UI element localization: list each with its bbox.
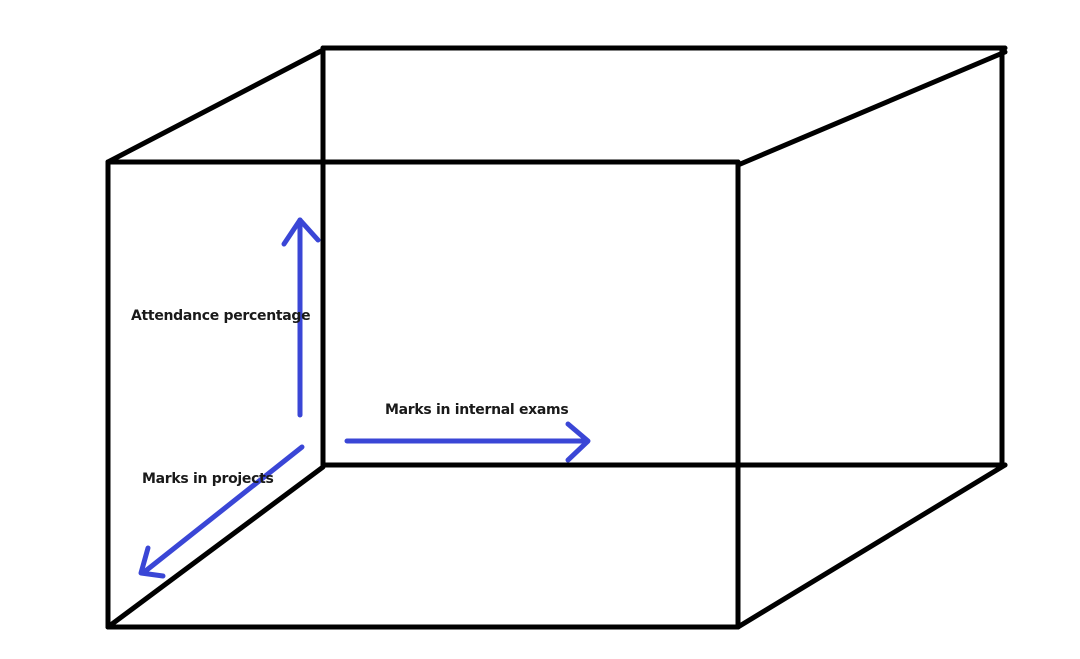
axis-label-attendance: Attendance percentage xyxy=(131,308,311,324)
axis-arrow-right-icon xyxy=(344,421,591,463)
axis-label-projects: Marks in projects xyxy=(142,471,274,487)
cube-front-face xyxy=(105,159,741,630)
axis-arrow-up-icon xyxy=(281,217,321,418)
axis-label-internal-exams: Marks in internal exams xyxy=(385,402,569,418)
cube-back-face xyxy=(320,45,1008,468)
cube-depth-edges xyxy=(105,47,1008,630)
axis-arrow-down-left-icon xyxy=(138,444,305,579)
